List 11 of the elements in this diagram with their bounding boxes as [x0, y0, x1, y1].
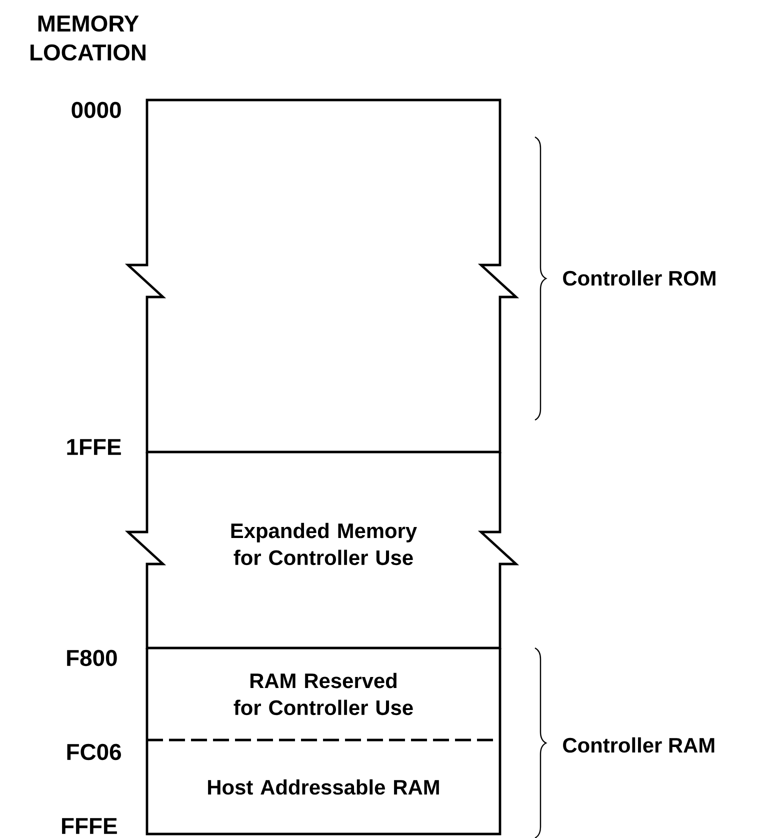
address-label: FC06: [67, 744, 121, 760]
memory-block: Host Addressable RAM: [146, 740, 502, 836]
address-label: 1FFE: [67, 439, 121, 455]
memory-block: RAM Reserved for Controller Use: [146, 648, 502, 742]
region-label: Controller ROM: [563, 270, 716, 286]
memory-block: [124, 98, 520, 454]
memory-block: Expanded Memory for Controller Use: [124, 452, 520, 650]
address-label: F800: [67, 650, 117, 666]
region-label: Controller RAM: [563, 737, 714, 753]
address-label: FFFE: [62, 818, 117, 834]
column-heading: MEMORY LOCATION: [30, 15, 146, 61]
